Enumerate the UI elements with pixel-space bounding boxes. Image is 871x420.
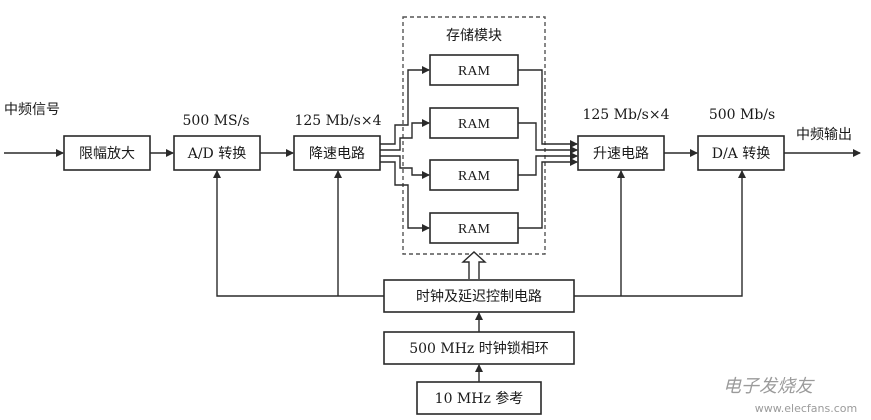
clock-distribution [213, 170, 746, 297]
rate-dac-label: 500 Mb/s [709, 107, 775, 123]
deceleration-block: 降速电路 [293, 135, 381, 171]
deceleration-label: 降速电路 [309, 146, 365, 162]
if-output-label: 中频输出 [796, 127, 852, 143]
dac-block: D/A 转换 [697, 135, 785, 171]
fan-out-wires [380, 66, 430, 232]
dac-label: D/A 转换 [712, 145, 771, 162]
if-signal-label: 中频信号 [4, 102, 60, 118]
adc-block: A/D 转换 [173, 135, 261, 171]
rate-adc-label: 500 MS/s [183, 113, 250, 129]
fan-in-wires [518, 69, 578, 229]
storage-module-label: 存储模块 [446, 28, 502, 44]
limiter-amp-block: 限幅放大 [63, 135, 151, 171]
ram-block-1: RAM [429, 54, 519, 86]
rate-merge-label: 125 Mb/s×4 [582, 107, 669, 123]
pll-block: 500 MHz 时钟锁相环 [383, 331, 575, 365]
watermark: 电子发烧友 www.elecfans.com [723, 376, 857, 415]
acceleration-label: 升速电路 [593, 146, 649, 162]
acceleration-block: 升速电路 [577, 135, 665, 171]
ram-block-3: RAM [429, 159, 519, 191]
rate-split-label: 125 Mb/s×4 [294, 113, 381, 129]
clock-delay-label: 时钟及延迟控制电路 [416, 288, 542, 305]
ram-label-2: RAM [458, 117, 490, 132]
storage-control-arrow [461, 251, 487, 279]
ref-block: 10 MHz 参考 [416, 381, 542, 415]
ref-label: 10 MHz 参考 [435, 390, 524, 407]
ram-label-4: RAM [458, 222, 490, 237]
ram-label-3: RAM [458, 169, 490, 184]
ram-block-4: RAM [429, 212, 519, 244]
ram-block-2: RAM [429, 107, 519, 139]
pll-label: 500 MHz 时钟锁相环 [409, 340, 549, 357]
ram-label-1: RAM [458, 64, 490, 79]
limiter-amp-label: 限幅放大 [79, 146, 135, 162]
watermark-url: www.elecfans.com [755, 402, 857, 415]
adc-label: A/D 转换 [187, 145, 247, 162]
clock-delay-block: 时钟及延迟控制电路 [383, 279, 575, 313]
watermark-brand: 电子发烧友 [723, 376, 815, 397]
